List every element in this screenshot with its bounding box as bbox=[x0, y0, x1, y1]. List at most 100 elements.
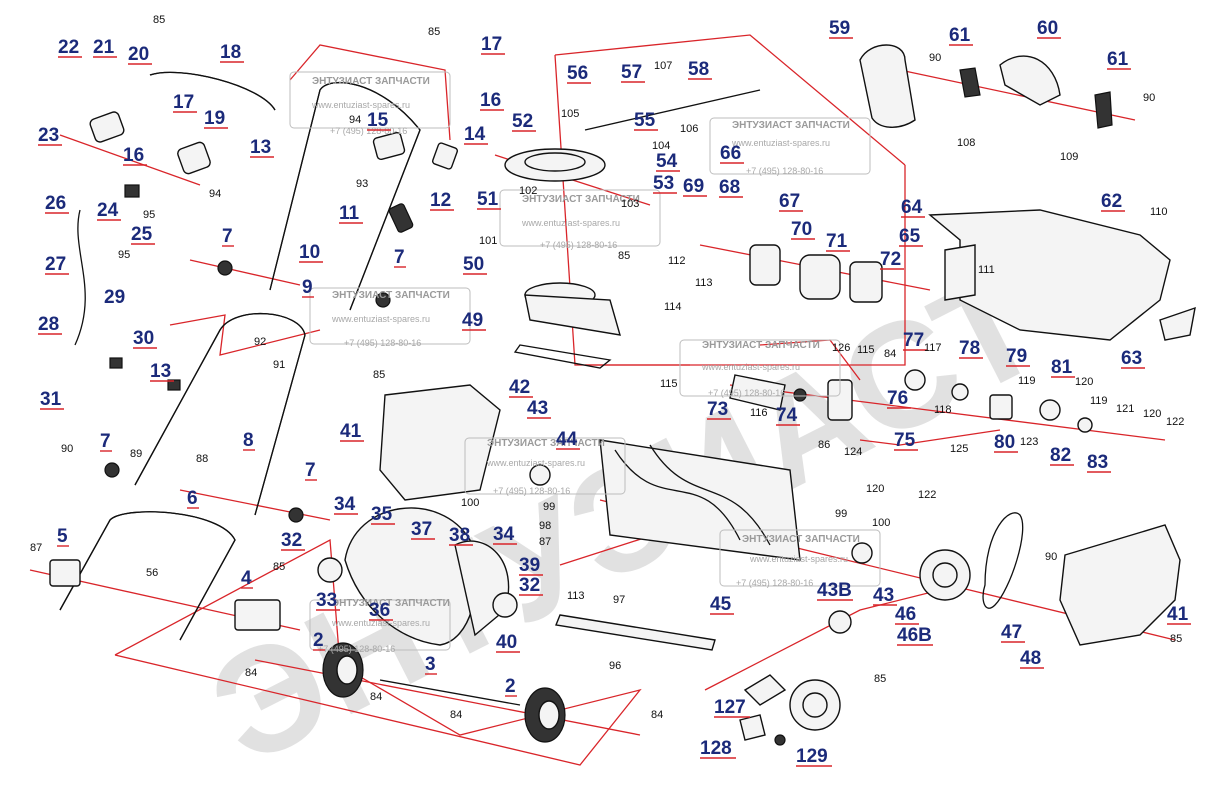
small-label: 85 bbox=[1170, 633, 1182, 645]
callout-label: 44 bbox=[556, 429, 578, 450]
stamp-6-box bbox=[464, 437, 626, 495]
small-label: 122 bbox=[1166, 416, 1184, 428]
armature-73 bbox=[729, 374, 786, 411]
axis-handle-knob bbox=[59, 134, 201, 186]
auger-spiral bbox=[614, 444, 771, 546]
stamp-1: ЭНТУЗИАСТ ЗАПЧАСТИ www.entuziast-spares.… bbox=[289, 71, 451, 136]
callout-68: 68 bbox=[719, 177, 743, 198]
callout-label: 7 bbox=[100, 431, 111, 452]
knob-7a bbox=[217, 260, 233, 276]
callout-label: 3 bbox=[425, 654, 436, 675]
callout-label: 43 bbox=[873, 585, 894, 606]
motor-end-70 bbox=[749, 244, 781, 286]
cover-63 bbox=[1159, 306, 1196, 341]
callout-37: 37 bbox=[411, 519, 435, 540]
callout-label: 32 bbox=[281, 530, 302, 551]
callout-63: 63 bbox=[1121, 348, 1145, 369]
small-label: 98 bbox=[539, 520, 551, 532]
stamp-2-url: www.entuziast-spares.ru bbox=[521, 218, 620, 228]
callout-label: 128 bbox=[700, 738, 732, 759]
small-label: 84 bbox=[884, 348, 896, 360]
stamp-4-phone: +7 (495) 128-80-16 bbox=[746, 166, 823, 176]
handle-grip-inner bbox=[149, 71, 276, 111]
callout-14: 14 bbox=[464, 124, 488, 145]
axis-wheel bbox=[254, 659, 641, 736]
stator-71 bbox=[799, 254, 841, 300]
callout-label: 41 bbox=[340, 421, 362, 442]
stamp-5-url: www.entuziast-spares.ru bbox=[701, 362, 800, 372]
stamp-2-phone: +7 (495) 128-80-16 bbox=[540, 240, 617, 250]
callout-label: 20 bbox=[128, 44, 149, 65]
callout-41a: 41 bbox=[340, 421, 364, 442]
disc-43b bbox=[851, 542, 873, 564]
crank-rod bbox=[584, 89, 761, 131]
switch-housing bbox=[89, 111, 125, 143]
callout-35: 35 bbox=[371, 504, 395, 525]
callout-41b: 41 bbox=[1167, 604, 1191, 625]
lever-127 bbox=[743, 674, 787, 706]
callout-label: 54 bbox=[656, 151, 678, 172]
stamp-4-box bbox=[709, 117, 871, 175]
stamp-6: ЭНТУЗИАСТ ЗАПЧАСТИ www.entuziast-spares.… bbox=[464, 437, 626, 496]
stamp-6-phone: +7 (495) 128-80-16 bbox=[493, 486, 570, 496]
callout-57: 57 bbox=[621, 62, 645, 83]
mid-handle bbox=[134, 312, 306, 516]
callout-label: 77 bbox=[903, 330, 924, 351]
lower-handle-inner bbox=[59, 511, 236, 641]
small-label: 100 bbox=[461, 497, 479, 509]
small-label: 56 bbox=[146, 567, 158, 579]
axle-3 bbox=[379, 679, 521, 706]
stamp-1-url: www.entuziast-spares.ru bbox=[311, 100, 410, 110]
callout-label: 72 bbox=[880, 249, 901, 270]
small-label: 91 bbox=[273, 359, 285, 371]
callout-29: 29 bbox=[104, 287, 125, 308]
callout-25: 25 bbox=[131, 224, 155, 245]
stamp-5: ЭНТУЗИАСТ ЗАПЧАСТИ www.entuziast-spares.… bbox=[679, 339, 841, 398]
callout-7b: 7 bbox=[394, 247, 406, 268]
stamp-1-box bbox=[289, 71, 451, 129]
callout-27: 27 bbox=[45, 254, 69, 275]
callout-65: 65 bbox=[899, 226, 923, 247]
stamp-7: ЭНТУЗИАСТ ЗАПЧАСТИ www.entuziast-spares.… bbox=[719, 529, 881, 588]
callout-label: 67 bbox=[779, 191, 800, 212]
callout-label: 17 bbox=[173, 92, 194, 113]
callout-label: 35 bbox=[371, 504, 393, 525]
callout-48: 48 bbox=[1020, 648, 1044, 669]
small-label: 90 bbox=[929, 52, 941, 64]
small-label: 121 bbox=[1116, 403, 1134, 415]
side-cover-42 bbox=[379, 384, 501, 501]
callout-label: 43 bbox=[527, 398, 548, 419]
callout-label: 34 bbox=[334, 494, 356, 515]
bracket-61b bbox=[1094, 91, 1113, 129]
stamp-4-title: ЭНТУЗИАСТ ЗАПЧАСТИ bbox=[732, 120, 850, 131]
callout-32b: 32 bbox=[519, 575, 543, 596]
small-label: 85 bbox=[273, 561, 285, 573]
callout-80: 80 bbox=[994, 432, 1018, 453]
callout-label: 43B bbox=[817, 580, 852, 601]
small-label: 108 bbox=[957, 137, 975, 149]
callout-60: 60 bbox=[1037, 18, 1061, 39]
callouts-big: 22 21 20 18 17 19 23 16 13 15 17 16 14 2… bbox=[38, 18, 1191, 767]
callout-6: 6 bbox=[187, 488, 199, 509]
belt-47 bbox=[982, 512, 1024, 609]
callout-38: 38 bbox=[449, 525, 473, 546]
outline-wheel-right bbox=[704, 589, 941, 691]
small-label: 115 bbox=[857, 344, 875, 356]
callout-73: 73 bbox=[707, 399, 731, 420]
upper-handle-inner bbox=[269, 81, 421, 311]
callout-label: 22 bbox=[58, 37, 79, 58]
callout-128: 128 bbox=[700, 738, 736, 759]
callout-label: 79 bbox=[1006, 346, 1027, 367]
small-label: 122 bbox=[918, 489, 936, 501]
small-label: 118 bbox=[934, 404, 952, 416]
callout-8: 8 bbox=[243, 430, 255, 451]
callout-34b: 34 bbox=[493, 524, 517, 545]
callout-label: 60 bbox=[1037, 18, 1058, 39]
small-label: 106 bbox=[680, 123, 698, 135]
chute-plate bbox=[524, 294, 621, 336]
callout-56: 56 bbox=[567, 63, 591, 84]
small-label: 101 bbox=[479, 235, 497, 247]
small-label: 117 bbox=[924, 342, 942, 354]
callout-79: 79 bbox=[1006, 346, 1030, 367]
small-label: 102 bbox=[519, 185, 537, 197]
